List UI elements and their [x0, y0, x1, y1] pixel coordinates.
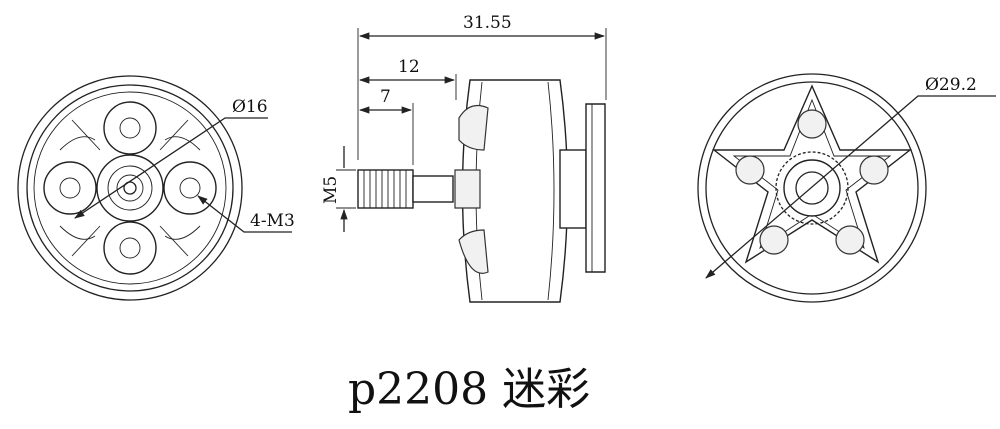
mount-holes-label: 4-M3: [250, 211, 295, 231]
thread-length-label: 7: [380, 87, 391, 107]
overall-length-label: 31.55: [463, 13, 512, 33]
stator-teeth: [775, 151, 849, 225]
mount-holes-leader: [197, 195, 292, 233]
bell-housing: [461, 79, 569, 303]
base-arm-curves: [59, 136, 201, 240]
bell-outer-rim: [697, 73, 927, 303]
side-view: 31.55 12 7 M5: [321, 13, 607, 303]
base-arms: [71, 119, 189, 257]
bell-inner-rim: [705, 81, 919, 295]
bell-hub-side: [454, 169, 481, 209]
shaft-length-label: 12: [398, 57, 420, 77]
mount-lobes: [43, 101, 217, 275]
base-inner-rim: [26, 84, 234, 292]
bolt-circle-leader: [74, 117, 268, 219]
bell-diameter-label: Ø29.2: [925, 75, 977, 95]
bell-diameter-leader: [705, 95, 996, 279]
bell-hub: [783, 159, 841, 217]
shaft-thread: [357, 169, 414, 209]
thread-lines: [363, 170, 407, 208]
stator-neck: [559, 149, 587, 229]
base-flange: [585, 103, 606, 273]
base-view: Ø16 4-M3: [17, 75, 295, 301]
base-outer-rim: [17, 75, 243, 301]
base-hub: [96, 154, 164, 222]
overall-extension: [357, 28, 607, 160]
bell-view: Ø29.2: [697, 73, 996, 303]
bell-window-bottom: [458, 229, 489, 274]
bell-window-top: [458, 105, 489, 151]
base-face: [33, 91, 227, 285]
shaft-neck: [412, 175, 454, 203]
bolt-circle-label: Ø16: [232, 97, 268, 117]
shaft-thread-label: M5: [321, 176, 341, 204]
drawing-title: p2208 迷彩: [348, 364, 590, 415]
bell-pockets: [735, 109, 889, 255]
bell-shaft: [795, 171, 829, 205]
